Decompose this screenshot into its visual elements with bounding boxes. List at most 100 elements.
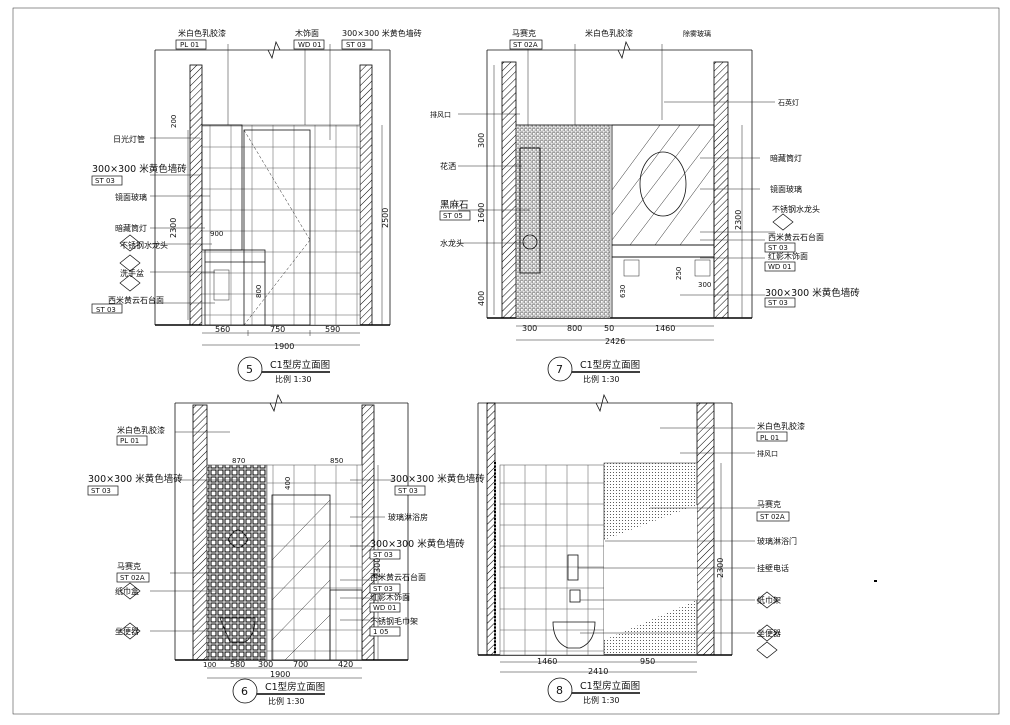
p5-title: C1型房立面图: [270, 359, 330, 371]
p6-code-wd01: WD 01: [373, 604, 396, 612]
p7-label-tap: 水龙头: [440, 238, 464, 248]
p7-dim-total: 2426: [605, 337, 625, 346]
p8-dim-total: 2410: [588, 667, 608, 676]
elevation-5: [91, 39, 391, 382]
p7-dim-h2300: 2300: [734, 210, 743, 230]
p7-label-antifog: 除雾玻璃: [683, 29, 711, 38]
sheet-border: [12, 7, 1000, 715]
p6-label-latex-paint: 米白色乳胶漆: [117, 425, 165, 435]
p5-label-mirror: 镜面玻璃: [115, 192, 147, 202]
p6-label-wall-tile-r3: 300×300 米黄色墙砖: [370, 538, 465, 550]
p6-label-wall-tile-r1: 300×300 米黄色墙砖: [390, 473, 485, 485]
p7-label-exhaust: 排风口: [430, 110, 451, 119]
p6-title: C1型房立面图: [265, 681, 325, 693]
p8-title: C1型房立面图: [580, 680, 640, 692]
p5-dim-560: 560: [215, 325, 230, 334]
p5-label-wall-tile: 300×300 米黄色墙砖: [342, 28, 422, 38]
p5-scale: 比例 1:30: [275, 374, 312, 384]
p6-code-st03-r3: ST 03: [373, 551, 393, 559]
p5-code-st03-top: ST 03: [346, 41, 366, 49]
p7-code-st03-b: ST 03: [768, 299, 788, 307]
p6-dim-850: 850: [330, 457, 343, 465]
p5-label-fluorescent: 日光灯管: [113, 134, 145, 144]
p7-code-wd01: WD 01: [768, 263, 791, 271]
p7-dim-h300: 300: [477, 133, 486, 148]
p6-dim-870: 870: [232, 457, 245, 465]
p7-label-quartz-lamp: 石英灯: [778, 98, 799, 107]
p7-code-st05: ST 05: [443, 212, 463, 220]
p6-code-105: 1 05: [373, 628, 389, 636]
p7-dim-w300: 300: [698, 281, 711, 289]
p5-label-downlight: 暗藏筒灯: [115, 223, 147, 233]
p8-label-toilet: 坐便器: [757, 628, 781, 638]
elevation-6: [87, 393, 426, 704]
p5-label-latex-paint: 米白色乳胶漆: [178, 28, 226, 38]
p5-label-wall-tile-left: 300×300 米黄色墙砖: [92, 163, 187, 175]
p6-label-toilet: 坐便器: [115, 626, 139, 636]
p5-dim-2500: 2500: [381, 208, 390, 228]
p8-code-pl01: PL 01: [760, 434, 779, 442]
p7-label-granite: 黑麻石: [440, 199, 469, 211]
p6-scale: 比例 1:30: [268, 696, 305, 706]
p7-dim-h1600: 1600: [477, 203, 486, 223]
p6-code-st03-r4: ST 03: [373, 585, 393, 593]
p6-dim-100: 100: [203, 661, 216, 669]
p7-scale: 比例 1:30: [583, 374, 620, 384]
p8-label-exhaust: 排风口: [757, 449, 778, 458]
p8-label-mosaic: 马赛克: [757, 499, 781, 509]
p8-dim-950: 950: [640, 657, 655, 666]
p5-dim-200: 200: [170, 115, 178, 128]
p6-label-marble-top: 西米黄云石台面: [370, 572, 426, 582]
p8-dim-2300: 2300: [716, 558, 725, 578]
p5-code-pl01: PL 01: [180, 41, 199, 49]
p7-dim-h400: 400: [477, 291, 486, 306]
p8-dim-1460: 1460: [537, 657, 557, 666]
p6-label-mosaic: 马赛克: [117, 561, 141, 571]
p6-dim-400: 400: [284, 477, 292, 490]
p7-number: 7: [556, 363, 563, 376]
p8-label-tissue-rack: 纸巾架: [757, 595, 781, 605]
p5-dim-800: 800: [255, 285, 263, 298]
p7-label-mirror: 镜面玻璃: [770, 184, 802, 194]
elevation-7: [439, 39, 796, 382]
p7-label-faucet: 不锈钢水龙头: [772, 204, 820, 214]
p7-code-st03-a: ST 03: [768, 244, 788, 252]
p5-label-marble-top: 西米黄云石台面: [108, 295, 164, 305]
p7-label-downlight: 暗藏筒灯: [770, 153, 802, 163]
p6-label-towel-rack: 不锈钢毛巾架: [370, 616, 418, 626]
p6-dim-700: 700: [293, 660, 308, 669]
p5-code-st03-bottom: ST 03: [96, 306, 116, 314]
p6-label-glass-shower: 玻璃淋浴房: [388, 512, 428, 522]
p5-dim-900: 900: [210, 230, 223, 238]
p6-dim-300: 300: [258, 660, 273, 669]
p7-label-wall-tile: 300×300 米黄色墙砖: [765, 287, 860, 299]
p6-label-wall-tile-left: 300×300 米黄色墙砖: [88, 473, 183, 485]
p8-scale: 比例 1:30: [583, 695, 620, 705]
p8-label-wall-phone: 挂壁电话: [757, 563, 789, 573]
p5-label-basin: 洗手盆: [120, 268, 144, 278]
p6-code-st03-left: ST 03: [91, 487, 111, 495]
p6-dim-2300: 2300: [373, 558, 382, 578]
p7-label-shower: 花洒: [440, 161, 456, 171]
p6-number: 6: [241, 685, 248, 698]
p6-code-st02a: ST 02A: [120, 574, 145, 582]
p6-dim-total: 1900: [270, 670, 290, 679]
p7-dim-300: 300: [522, 324, 537, 333]
p5-dim-590: 590: [325, 325, 340, 334]
p7-label-red-wood: 红影木饰面: [768, 251, 808, 261]
p7-dim-1460: 1460: [655, 324, 675, 333]
p8-number: 8: [556, 684, 563, 697]
p5-code-wd01: WD 01: [298, 41, 321, 49]
p8-label-glass-door: 玻璃淋浴门: [757, 536, 797, 546]
p6-label-red-wood: 红影木饰面: [370, 592, 410, 602]
p5-label-faucet: 不锈钢水龙头: [120, 240, 168, 250]
p5-code-st03-left: ST 03: [95, 177, 115, 185]
p8-code-st02a: ST 02A: [760, 513, 785, 521]
p5-dim-total: 1900: [274, 342, 294, 351]
p7-dim-800: 800: [567, 324, 582, 333]
p5-dim-2300: 2300: [169, 218, 178, 238]
p6-code-st03-r1: ST 03: [398, 487, 418, 495]
p6-label-tissue: 纸巾盒: [115, 586, 139, 596]
